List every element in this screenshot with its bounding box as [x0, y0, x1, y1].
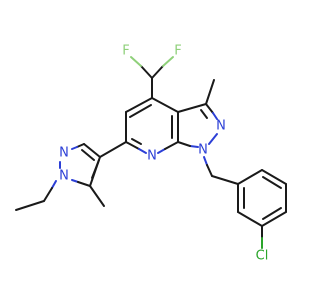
bond-c3-methyl — [205, 79, 215, 105]
bond-bz-4-double — [262, 207, 282, 220]
bond-bz-2-double — [262, 176, 282, 189]
bond-cf2-left — [140, 65, 153, 79]
bond-n1-ch2-n — [203, 156, 208, 166]
fluorine-label-left: F — [122, 44, 129, 59]
bond-c6-pz4 — [99, 141, 127, 158]
bond-cf2-left-f — [130, 56, 142, 67]
bond-bz-2 — [261, 169, 287, 185]
bond-n1-c7a-n — [189, 145, 199, 148]
nitrogen-label-n2: N — [216, 119, 226, 134]
bond-n1-ch2-c — [206, 164, 213, 177]
bond-pz5-methyl — [89, 185, 105, 207]
bond-bz-5 — [237, 211, 263, 227]
bond-n2-n1 — [208, 133, 218, 145]
bond-pz4-pz3 — [83, 143, 101, 158]
molecule-structure: F F N N N N N Cl — [15, 44, 287, 264]
bond-n1-ethyl-n — [51, 180, 57, 189]
bond-bz-4 — [261, 211, 287, 227]
bond-c4-c3a — [151, 97, 179, 113]
bond-cf2-right — [151, 65, 164, 79]
bond-c4-c5-double — [129, 104, 152, 118]
nitrogen-label-pyrazole-n1: N — [59, 169, 69, 184]
bond-c3a-c3 — [177, 103, 207, 113]
bond-c6-n7-double-c — [131, 138, 142, 145]
bond-n1-ethyl-c — [43, 187, 53, 202]
bond-pz4-pz3-double — [81, 149, 95, 161]
nitrogen-label-n1: N — [198, 143, 208, 158]
bond-c3-n2-c — [205, 103, 214, 114]
nitrogen-label-n7: N — [147, 149, 157, 164]
bond-cf2-right-f — [162, 56, 174, 67]
bond-pz3-n2-c — [76, 143, 85, 148]
bond-c6-n7-n — [138, 148, 147, 154]
bond-bz-1 — [237, 169, 263, 185]
bond-n1-c7a-c — [177, 141, 191, 147]
bond-c4-c5 — [125, 97, 153, 113]
bond-n7-c7a-n — [157, 148, 166, 154]
bond-n1-pz5-n — [71, 179, 79, 183]
bond-ch2-ring — [211, 175, 239, 185]
bond-c6-n7-c — [125, 141, 140, 150]
bond-ethyl-cc — [15, 200, 45, 211]
bond-c3-n2-double-c — [200, 109, 208, 119]
bond-n1-pz5-c — [77, 181, 91, 187]
bond-c3-n2-n — [212, 112, 218, 120]
bond-n7-c7a-c — [164, 141, 179, 150]
chlorine-label: Cl — [256, 249, 269, 264]
nitrogen-label-pyrazole-n2: N — [59, 146, 69, 161]
fluorine-label-right: F — [174, 44, 181, 59]
bond-pz5-pz4-double — [91, 159, 100, 179]
bond-pz3-n2-n — [71, 146, 78, 150]
